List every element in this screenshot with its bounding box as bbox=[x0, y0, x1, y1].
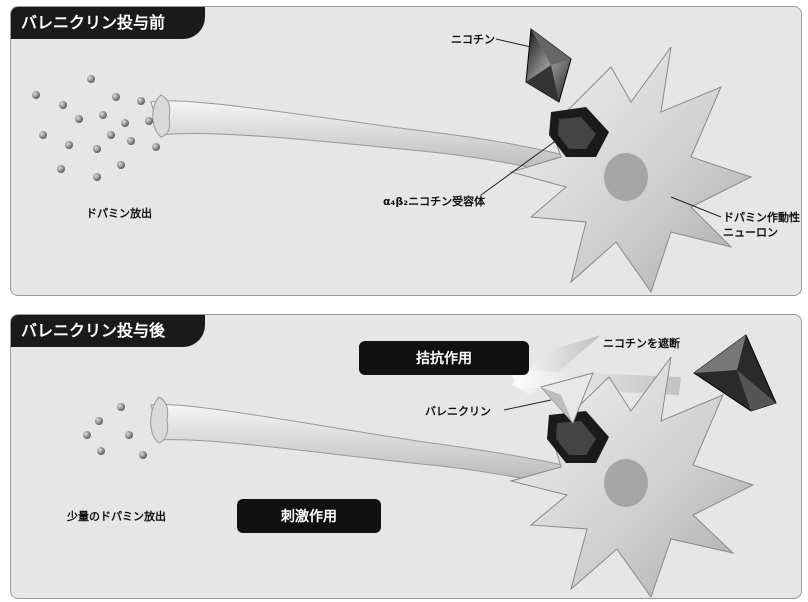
label-neuron-line2: ニューロン bbox=[723, 226, 778, 239]
dopamine-dots bbox=[32, 75, 160, 181]
label-neuron-line1: ドパミン作動性 bbox=[723, 211, 800, 224]
label-nicotine: ニコチン bbox=[451, 33, 495, 46]
label-agonist: 刺激作用 bbox=[281, 509, 337, 525]
label-varenicline: バレニクリン bbox=[425, 405, 491, 418]
neuron-illustration-before bbox=[32, 28, 753, 294]
dopamine-dots bbox=[83, 403, 147, 459]
nucleus bbox=[604, 153, 648, 201]
antagonist-label-box: 拮抗作用 bbox=[359, 341, 529, 375]
neuron-illustration-after bbox=[83, 334, 777, 598]
panel-after: バレニクリン投与後 bbox=[10, 314, 802, 599]
label-block-nicotine: ニコチンを遮断 bbox=[603, 337, 680, 350]
nucleus bbox=[604, 459, 648, 507]
label-dopamine-release: ドパミン放出 bbox=[86, 207, 152, 220]
axon-terminal bbox=[150, 396, 169, 444]
agonist-label-box: 刺激作用 bbox=[237, 499, 381, 533]
panel-title-after: バレニクリン投与後 bbox=[11, 315, 206, 347]
label-small-release: 少量のドパミン放出 bbox=[67, 510, 166, 523]
axon bbox=[150, 403, 572, 488]
axon-terminal bbox=[152, 94, 171, 138]
panel-before: バレニクリン投与前 bbox=[10, 6, 802, 296]
label-receptor: α₄β₂ニコチン受容体 bbox=[383, 195, 486, 208]
axon bbox=[150, 100, 572, 178]
panel-title-before: バレニクリン投与前 bbox=[11, 7, 206, 39]
label-antagonist: 拮抗作用 bbox=[416, 351, 472, 367]
